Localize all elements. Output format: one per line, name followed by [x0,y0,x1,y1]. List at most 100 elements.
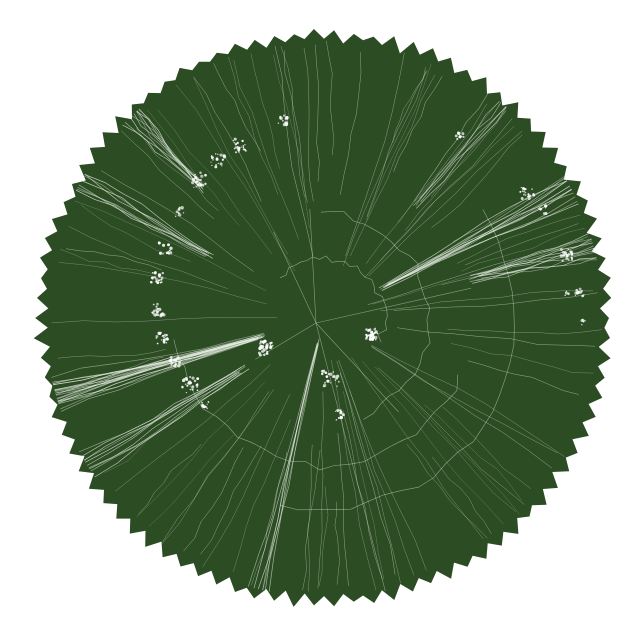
tree-branch [303,48,314,202]
tree-branch [56,336,264,399]
leaf-cluster [149,271,165,285]
tree-branch [133,113,199,187]
tree-branch [345,52,405,257]
tree-branch [447,328,602,335]
tree-ring [280,209,515,511]
tree-branch [121,130,215,219]
tree-branch [264,343,319,591]
tree-branch [60,338,258,410]
tree-branch [364,118,513,278]
tree-branch [83,175,207,257]
tree-branch [469,242,593,280]
tree-branch [315,322,386,592]
leaf-cluster [155,331,169,345]
tree-branch [365,103,488,265]
leaf-cluster [454,131,465,141]
tree-branch [86,366,246,466]
tree-branch [94,368,250,478]
tree-branch [371,345,565,457]
tree-branch [51,317,277,324]
tree-branch [393,292,598,311]
tree-branch [350,74,436,257]
leaf-cluster [580,318,586,326]
tree-branch [136,381,265,518]
tree-branch [337,432,349,587]
tree-branch [57,349,166,359]
tree-branch [55,334,266,396]
tree-branch [147,109,240,226]
tree-branch [100,170,254,272]
leaf-cluster [210,153,227,169]
tree-branch [138,109,202,182]
tree-branch [387,176,565,285]
tree-branch [370,345,553,469]
tree-branch [52,337,256,384]
tree-branch [131,115,202,186]
leaf-cluster [181,376,200,394]
tree-branch [326,40,335,156]
tree-branch [257,345,318,590]
tree-branch [80,204,191,262]
leaf-cluster [320,369,340,388]
tree-branch [193,77,262,202]
tree-branch [122,124,201,187]
tree-branch [414,92,489,202]
tree-branch [478,251,596,278]
tree-branch [479,257,597,277]
tree-branch [442,406,531,489]
tree-branch [139,108,203,189]
tree-branch [467,360,579,395]
tree-branch [388,185,570,286]
tree-ring [279,255,388,343]
tree-branch [251,452,288,586]
leaf-cluster [538,204,548,215]
tree-branch [397,101,499,223]
tree-links [51,40,602,592]
tree-branch [58,262,267,305]
tree-branch [148,434,234,527]
leaf-cluster [277,114,289,127]
tree-branch [75,189,208,253]
leaf-cluster [168,355,181,368]
tree-branch [416,106,507,209]
tree-branch [383,189,572,288]
tree-branch [302,444,313,591]
tree-branch [413,101,500,206]
tree-branch [367,236,589,305]
tree-branch [315,44,320,182]
tree-branch [351,357,484,539]
tree-branch [200,445,262,555]
tree-branch [162,391,270,542]
tree-branch [317,391,324,589]
tree-branch [431,134,523,228]
tree-branch [415,106,507,206]
leaf-cluster [559,248,574,263]
tree-branch [456,214,581,264]
tree-branch [51,332,265,378]
tree-branch [472,247,595,284]
tree-branch [340,52,362,195]
tree-branch [343,391,385,580]
tree-branch [280,46,305,198]
tree-branch [250,53,280,169]
tree-branch [366,63,432,220]
tree-branch [68,226,228,289]
tree-branch [104,417,179,473]
tree-branch [83,367,242,461]
tree-branch [481,245,594,276]
tree-branch [84,174,212,255]
tree-branch [342,410,383,580]
tree-branch [255,322,317,360]
tree-branch [115,364,271,492]
leaf-cluster [574,287,585,298]
tree-branch [362,360,504,525]
tree-branch [431,456,492,534]
leaf-cluster [232,137,247,154]
tree-branch [392,67,426,143]
leaf-cluster [201,401,210,410]
tree-branch [464,223,579,266]
leaf-cluster [191,171,207,189]
leaf-cluster [157,241,173,255]
tree-branch [406,444,488,539]
